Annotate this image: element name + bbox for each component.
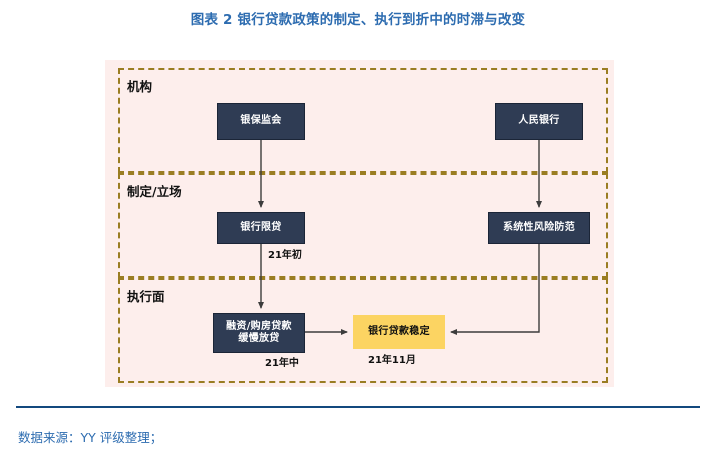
swimlane-label-execution: 执行面 <box>127 289 165 304</box>
node-pboc[interactable]: 人民银行 <box>495 103 583 140</box>
node-systemic-risk-prevention[interactable]: 系统性风险防范 <box>488 212 590 244</box>
timestamp-early-2021: 21年初 <box>268 250 302 261</box>
node-slow-lending-line1: 融资/购房贷款 <box>226 320 292 332</box>
timestamp-nov-2021: 21年11月 <box>368 355 416 366</box>
swimlane-policy <box>118 173 608 278</box>
node-slow-lending[interactable]: 融资/购房贷款 缓慢放贷 <box>213 313 305 353</box>
node-bank-loan-restriction[interactable]: 银行限贷 <box>217 212 305 244</box>
data-source-note: 数据来源：YY 评级整理； <box>18 430 163 445</box>
swimlane-label-policy: 制定/立场 <box>127 184 182 199</box>
timestamp-mid-2021: 21年中 <box>265 358 299 369</box>
swimlane-institution <box>118 68 608 173</box>
node-slow-lending-line2: 缓慢放贷 <box>238 333 280 344</box>
swimlane-label-institution: 机构 <box>127 79 153 94</box>
footer-divider <box>16 406 700 408</box>
swimlane-execution <box>118 278 608 383</box>
page-title: 图表 2 银行贷款政策的制定、执行到折中的时滞与改变 <box>190 12 526 28</box>
diagram-panel: 机构 制定/立场 执行面 银保监会 人民银行 银行限贷 系统性风险防范 融资/购… <box>105 60 614 387</box>
node-bank-loan-stable[interactable]: 银行贷款稳定 <box>353 315 445 349</box>
node-cbirc[interactable]: 银保监会 <box>217 103 305 140</box>
